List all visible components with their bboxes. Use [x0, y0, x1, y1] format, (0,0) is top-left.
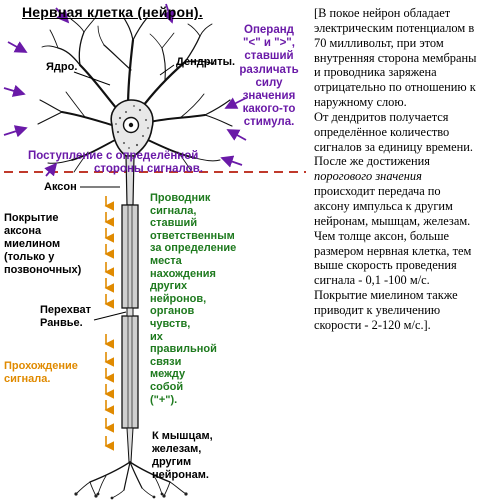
neuron-drawing	[3, 3, 306, 500]
diagram-title: Нервная клетка (нейрон).	[22, 4, 203, 20]
axon-label: Аксон	[44, 181, 77, 193]
ranvier-pointer	[93, 311, 127, 321]
soma-shape	[110, 99, 154, 157]
threshold-term: порогового значения	[314, 169, 422, 184]
explanation-text: [В покое нейрон обладает электрическим п…	[314, 6, 478, 333]
conductor-label: Проводник сигнала, ставший ответственным…	[150, 192, 237, 406]
operand-label: Операнд "<" и ">", ставший различать сил…	[239, 24, 299, 129]
ranvier-label: Перехват Ранвье.	[40, 304, 91, 329]
dendrites-pointer	[159, 64, 175, 76]
dendrites-label: Дендриты.	[176, 56, 236, 68]
myelin-label: Покрытие аксона миелином (только у позво…	[4, 212, 82, 276]
axon-shape	[121, 155, 139, 463]
incoming-signals-label: Поступление с определённой стороны сигна…	[28, 150, 203, 175]
axon-terminals-shape	[75, 461, 187, 499]
explanation-paragraph-2: От дендритов получается определённое кол…	[314, 109, 473, 332]
explanation-paragraph-1: [В покое нейрон обладает электрическим п…	[314, 6, 477, 110]
signal-passage-label: Прохождение сигнала.	[4, 360, 78, 385]
dendrites-shape	[37, 16, 233, 173]
nucleus-pointer	[73, 71, 111, 86]
targets-label: К мышцам, железам, другим нейронам.	[152, 430, 213, 481]
incoming-signal-arrows	[3, 3, 247, 177]
neuron-diagram: Нервная клетка (нейрон). Ядро. Дендриты.…	[3, 3, 306, 500]
nucleus-label: Ядро.	[46, 61, 78, 73]
